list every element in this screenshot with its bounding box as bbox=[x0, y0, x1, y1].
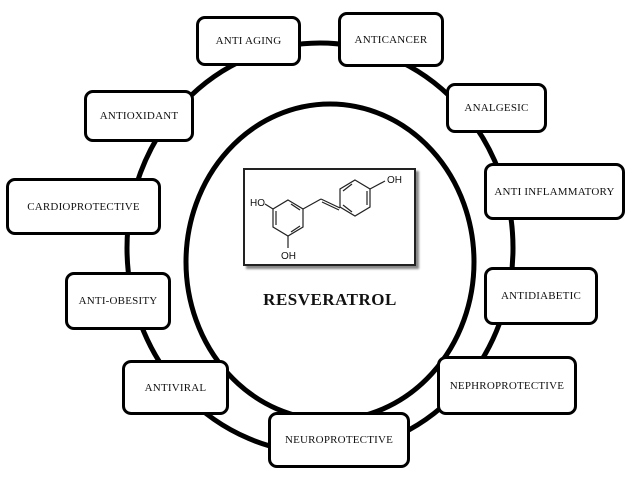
activity-box-antiviral: ANTIVIRAL bbox=[122, 360, 229, 415]
activity-box-anti-inflammatory: ANTI INFLAMMATORY bbox=[484, 163, 625, 220]
activity-box-antioxidant: ANTIOXIDANT bbox=[84, 90, 194, 142]
activity-label: NEPHROPROTECTIVE bbox=[449, 379, 565, 392]
activity-box-anti-obesity: ANTI-OBESITY bbox=[65, 272, 171, 330]
hydroxyl-label-left: HO bbox=[250, 198, 265, 209]
chemical-structure: HO OH OH bbox=[243, 168, 416, 266]
activity-box-antidiabetic: ANTIDIABETIC bbox=[484, 267, 598, 325]
activity-box-neuroprotective: NEUROPROTECTIVE bbox=[268, 412, 410, 468]
structure-drawing: HO OH OH bbox=[250, 175, 402, 262]
activity-box-cardioprotective: CARDIOPROTECTIVE bbox=[6, 178, 161, 235]
activity-box-analgesic: ANALGESIC bbox=[446, 83, 547, 133]
activity-box-nephroprotective: NEPHROPROTECTIVE bbox=[437, 356, 577, 415]
activity-label: ANTICANCER bbox=[354, 33, 428, 46]
activity-label: NEUROPROTECTIVE bbox=[284, 434, 394, 446]
activity-box-anti-aging: ANTI AGING bbox=[196, 16, 301, 66]
left-benzene-ring bbox=[272, 199, 304, 237]
right-benzene-ring bbox=[339, 179, 371, 217]
hydroxyl-label-bottom: OH bbox=[281, 251, 296, 262]
activity-label: ANTI AGING bbox=[215, 35, 282, 47]
hydroxyl-label-right: OH bbox=[387, 175, 402, 186]
activity-label: ANTI INFLAMMATORY bbox=[494, 185, 615, 198]
activity-box-anticancer: ANTICANCER bbox=[338, 12, 444, 67]
vinyl-bond bbox=[302, 198, 322, 210]
activity-label: ANTIOXIDANT bbox=[99, 110, 179, 122]
activity-label: ANTIDIABETIC bbox=[501, 290, 581, 302]
activity-label: ANTIVIRAL bbox=[144, 381, 207, 394]
activity-label: CARDIOPROTECTIVE bbox=[27, 200, 140, 213]
activity-label: ANTI-OBESITY bbox=[78, 295, 158, 307]
activity-label: ANALGESIC bbox=[464, 102, 529, 114]
compound-title: RESVERATROL bbox=[263, 290, 397, 309]
